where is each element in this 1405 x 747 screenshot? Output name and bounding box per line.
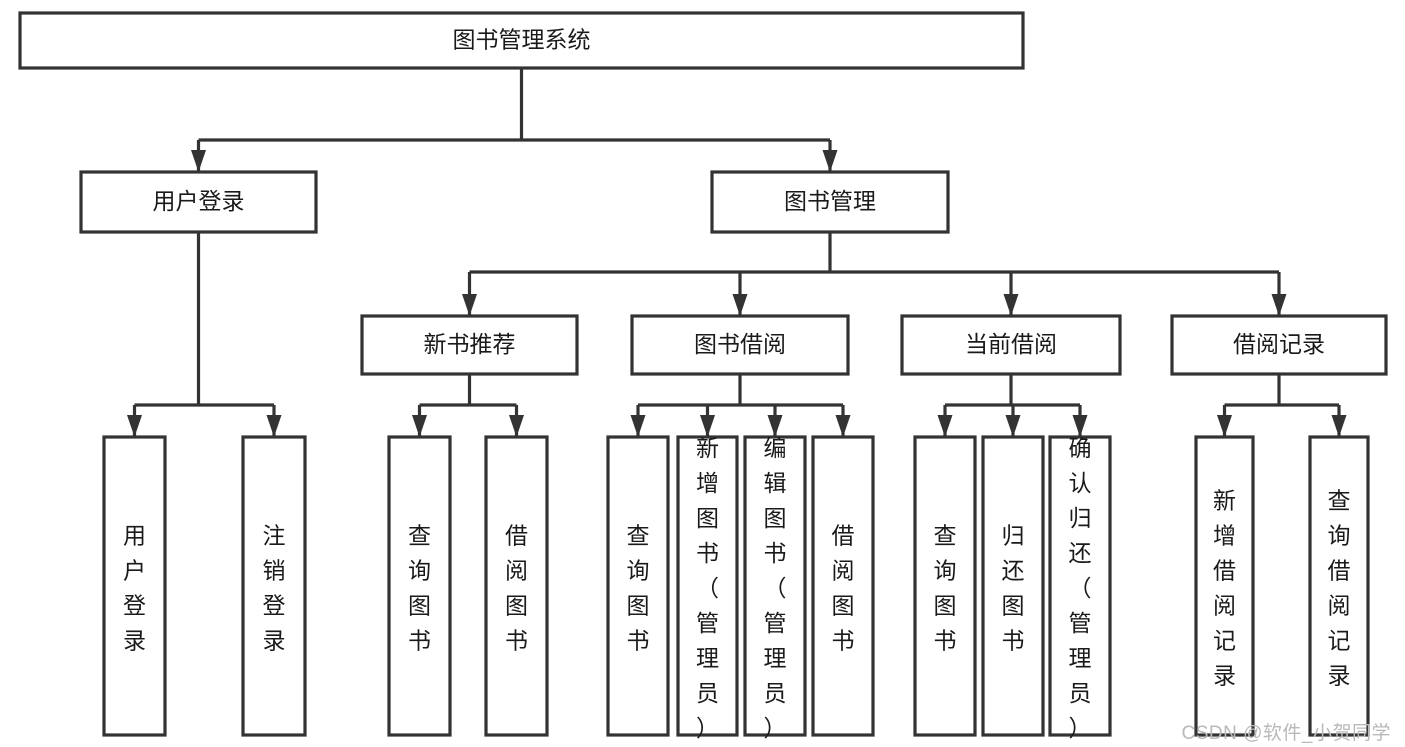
node-label: 借阅图书 [505, 522, 528, 653]
node-label: 查询图书 [408, 522, 431, 653]
arrow-head-icon [191, 150, 206, 172]
arrow-head-icon [767, 415, 783, 437]
node-label: 编辑图书（管理员） [764, 435, 787, 741]
node-leaf-确认归还管理员-10[interactable]: 确认归还（管理员） [1048, 435, 1112, 741]
node-box [743, 435, 807, 737]
arrow-head-icon [732, 294, 748, 316]
node-label: 用户登录 [123, 522, 146, 653]
node-l3-当前借阅-2[interactable]: 当前借阅 [900, 314, 1122, 376]
arrow-head-icon [509, 415, 524, 437]
arrow-head-icon [412, 415, 427, 437]
node-leaf-查询借阅记录-12[interactable]: 查询借阅记录 [1308, 435, 1370, 737]
node-box [630, 314, 850, 376]
node-box [241, 435, 307, 737]
node-box [981, 435, 1045, 737]
node-leaf-查询图书-8[interactable]: 查询图书 [913, 435, 977, 737]
node-leaf-查询图书-2[interactable]: 查询图书 [387, 435, 452, 737]
node-label: 归还图书 [1002, 522, 1025, 653]
arrow-head-icon [1217, 415, 1232, 437]
node-label: 查询借阅记录 [1328, 487, 1351, 688]
arrow-head-icon [1072, 415, 1088, 437]
node-leaf-借阅图书-7[interactable]: 借阅图书 [811, 435, 875, 737]
node-leaf-借阅图书-3[interactable]: 借阅图书 [484, 435, 549, 737]
node-label: 借阅图书 [832, 522, 855, 653]
node-label: 图书管理 [784, 188, 876, 214]
node-leaf-注销登录-1[interactable]: 注销登录 [241, 435, 307, 737]
node-label: 用户登录 [153, 188, 245, 214]
node-label: 确认归还（管理员） [1069, 435, 1092, 741]
node-label: 借阅记录 [1233, 331, 1325, 357]
arrow-head-icon [822, 150, 838, 172]
node-box [710, 170, 950, 234]
node-box [1308, 435, 1370, 737]
node-label: 新增图书（管理员） [696, 435, 719, 741]
node-box [900, 314, 1122, 376]
node-box [387, 435, 452, 737]
node-root-图书管理系统-0[interactable]: 图书管理系统 [18, 11, 1025, 70]
node-box [606, 435, 670, 737]
node-box [811, 435, 875, 737]
node-label: 当前借阅 [965, 331, 1057, 357]
node-label: 图书借阅 [694, 331, 786, 357]
node-leaf-用户登录-0[interactable]: 用户登录 [102, 435, 167, 737]
node-box [1194, 435, 1255, 737]
node-leaf-新增图书管理员-5[interactable]: 新增图书（管理员） [676, 435, 739, 741]
node-box [102, 435, 167, 737]
arrow-head-icon [700, 415, 715, 437]
node-leaf-归还图书-9[interactable]: 归还图书 [981, 435, 1045, 737]
node-l3-借阅记录-3[interactable]: 借阅记录 [1170, 314, 1388, 376]
node-label: 新增借阅记录 [1213, 487, 1236, 688]
arrow-head-icon [630, 415, 646, 437]
node-box [676, 435, 739, 737]
node-leaf-新增借阅记录-11[interactable]: 新增借阅记录 [1194, 435, 1255, 737]
node-leaf-查询图书-4[interactable]: 查询图书 [606, 435, 670, 737]
node-l3-图书借阅-1[interactable]: 图书借阅 [630, 314, 850, 376]
node-box [360, 314, 579, 376]
arrow-head-icon [1331, 415, 1347, 437]
node-box [18, 11, 1025, 70]
connector-layer [127, 68, 1347, 437]
node-label: 新书推荐 [424, 331, 516, 357]
node-box [484, 435, 549, 737]
node-l2-用户登录-0[interactable]: 用户登录 [79, 170, 318, 234]
node-label: 查询图书 [934, 522, 957, 653]
arrow-head-icon [1005, 415, 1021, 437]
arrow-head-icon [1271, 294, 1287, 316]
arrow-head-icon [937, 415, 953, 437]
node-l3-新书推荐-0[interactable]: 新书推荐 [360, 314, 579, 376]
arrow-head-icon [1003, 294, 1019, 316]
node-box [79, 170, 318, 234]
arrow-head-icon [127, 415, 142, 437]
node-box [1048, 435, 1112, 737]
node-label: 注销登录 [263, 522, 286, 653]
arrow-head-icon [266, 415, 282, 437]
arrow-head-icon [835, 415, 851, 437]
node-label: 图书管理系统 [453, 27, 591, 53]
node-box [1170, 314, 1388, 376]
node-box [913, 435, 977, 737]
node-layer: 图书管理系统用户登录图书管理新书推荐图书借阅当前借阅借阅记录用户登录注销登录查询… [18, 11, 1388, 741]
node-label: 查询图书 [627, 522, 650, 653]
arrow-head-icon [462, 294, 477, 316]
node-l2-图书管理-1[interactable]: 图书管理 [710, 170, 950, 234]
node-leaf-编辑图书管理员-6[interactable]: 编辑图书（管理员） [743, 435, 807, 741]
